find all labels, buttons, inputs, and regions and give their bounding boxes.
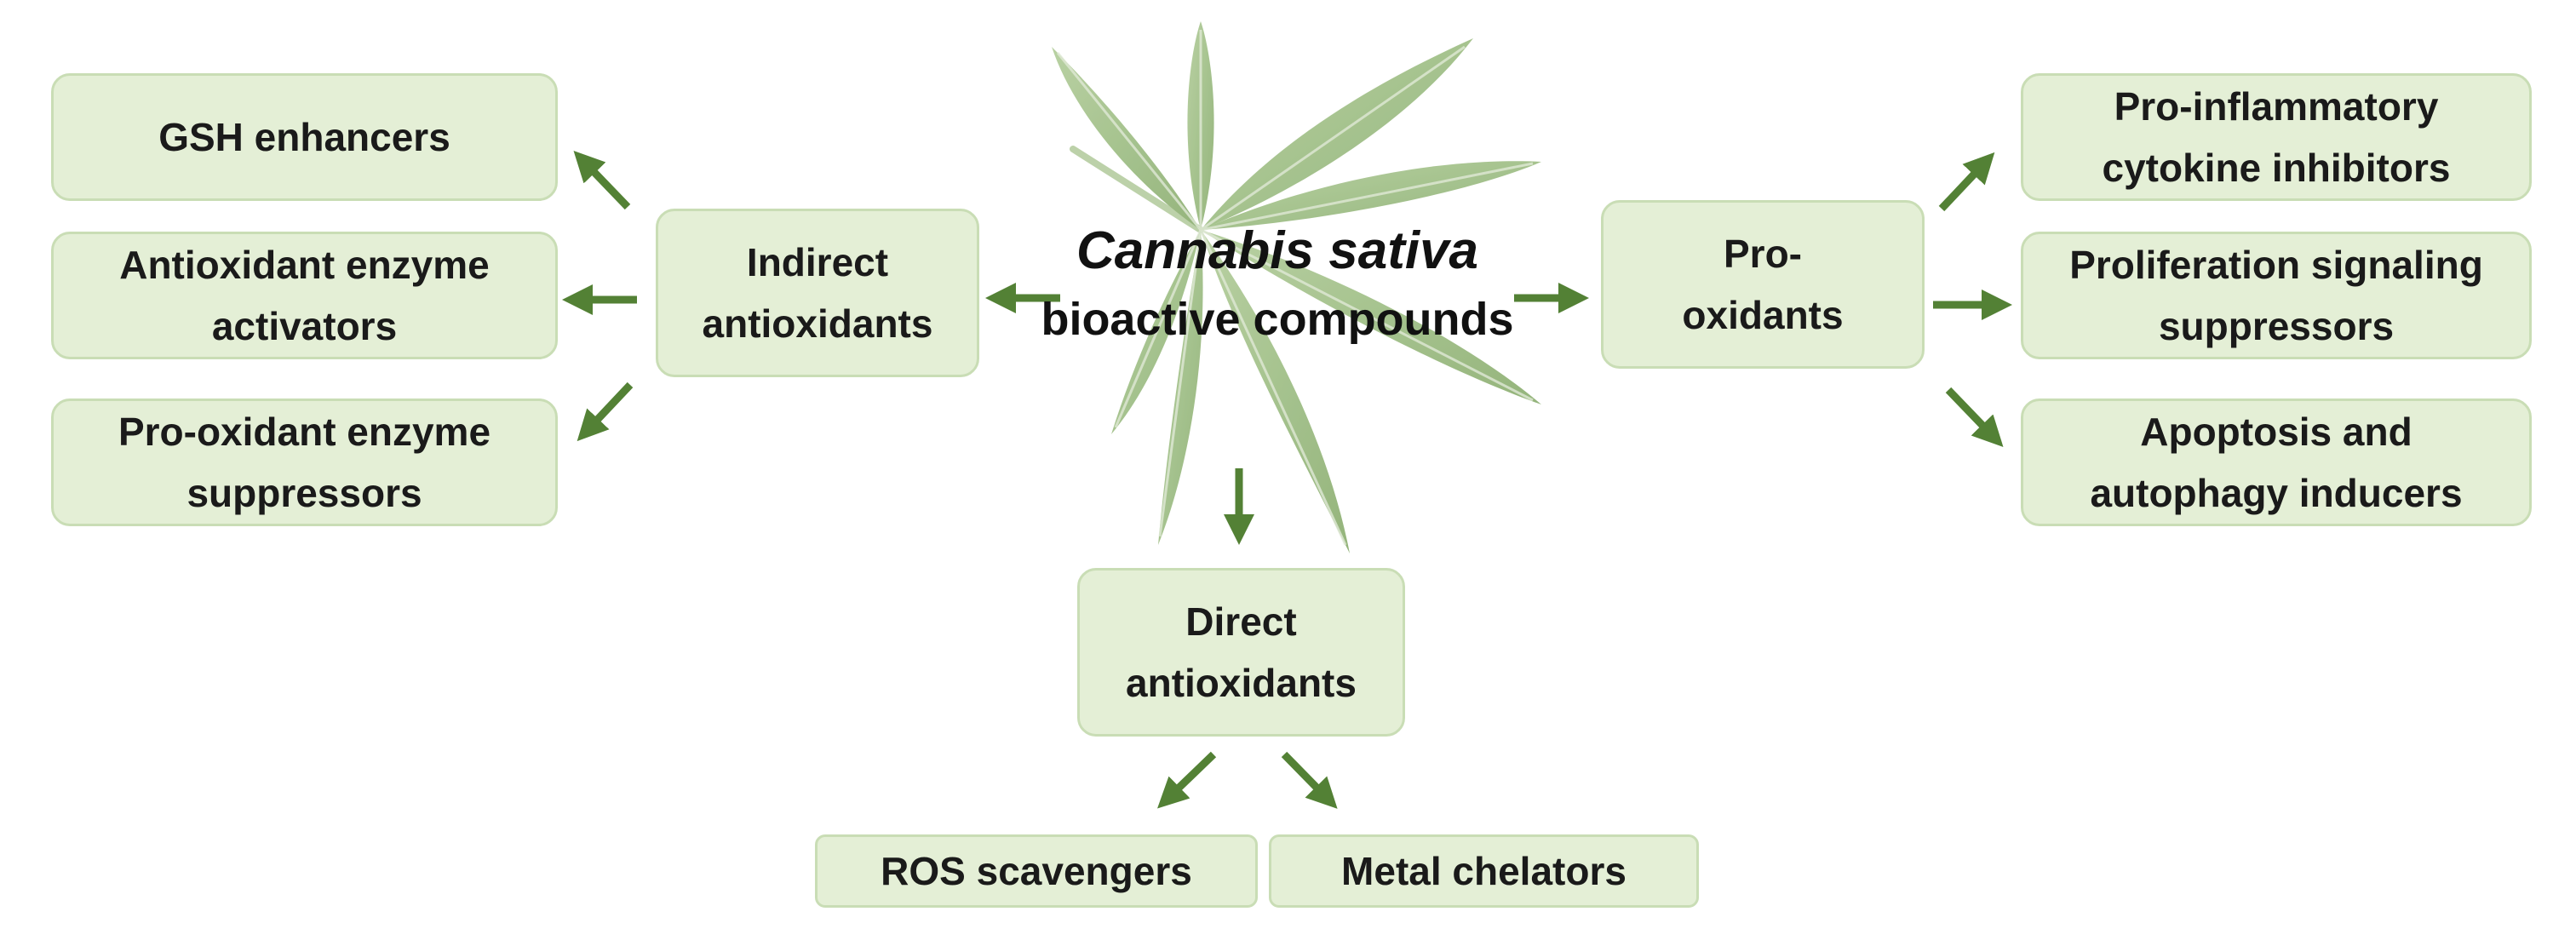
arrow-prooxidants-to-cytokine xyxy=(1938,152,1995,212)
node-proliferation-signaling-suppressors: Proliferation signaling suppressors xyxy=(2021,232,2532,359)
arrow-direct-to-metal xyxy=(1281,751,1338,809)
arrow-direct-to-ros xyxy=(1157,751,1217,809)
node-cytokine-inhibitors: Pro-inflammatory cytokine inhibitors xyxy=(2021,73,2532,201)
node-cytokine-line2: cytokine inhibitors xyxy=(2102,146,2451,190)
center-title-subtitle: bioactive compounds xyxy=(1041,294,1514,345)
node-prooxidants-line1: Pro- xyxy=(1724,232,1802,276)
arrow-indirect-to-suppressors xyxy=(577,381,634,442)
node-prooxidants-line2: oxidants xyxy=(1682,293,1844,337)
node-gsh-enhancers: GSH enhancers xyxy=(51,73,558,201)
node-cytokine-line1: Pro-inflammatory xyxy=(2114,84,2439,129)
node-indirect-line2: antioxidants xyxy=(702,301,933,346)
node-activators-line2: activators xyxy=(211,304,398,348)
node-pro-oxidants: Pro- oxidants xyxy=(1601,200,1925,369)
node-direct-line2: antioxidants xyxy=(1126,661,1357,705)
node-ros-scavengers: ROS scavengers xyxy=(815,834,1258,908)
center-title-species: Cannabis sativa xyxy=(1076,221,1479,280)
arrow-indirect-to-gsh xyxy=(573,151,631,210)
node-ros-line1: ROS scavengers xyxy=(881,849,1192,893)
node-apoptosis-line1: Apoptosis and xyxy=(2140,410,2412,454)
arrow-prooxidants-to-apoptosis xyxy=(1945,387,2004,447)
cannabis-leaf-icon xyxy=(1052,21,1541,553)
node-apoptosis-autophagy-inducers: Apoptosis and autophagy inducers xyxy=(2021,398,2532,526)
node-proliferation-line1: Proliferation signaling xyxy=(2069,243,2483,287)
node-indirect-line1: Indirect xyxy=(746,240,889,284)
node-proliferation-line2: suppressors xyxy=(2158,304,2395,348)
node-antioxidant-enzyme-activators: Antioxidant enzyme activators xyxy=(51,232,558,359)
node-activators-line1: Antioxidant enzyme xyxy=(119,243,490,287)
node-apoptosis-line2: autophagy inducers xyxy=(2090,471,2463,515)
node-metal-line1: Metal chelators xyxy=(1341,849,1626,893)
node-direct-line1: Direct xyxy=(1185,599,1297,644)
node-pro-oxidant-enzyme-suppressors: Pro-oxidant enzyme suppressors xyxy=(51,398,558,526)
node-indirect-antioxidants: Indirect antioxidants xyxy=(656,209,979,377)
node-suppressors-line1: Pro-oxidant enzyme xyxy=(118,410,491,454)
center-title: Cannabis sativa bioactive compounds xyxy=(979,217,1575,353)
node-suppressors-line2: suppressors xyxy=(186,471,422,515)
node-direct-antioxidants: Direct antioxidants xyxy=(1077,568,1405,737)
node-metal-chelators: Metal chelators xyxy=(1269,834,1699,908)
node-gsh-line1: GSH enhancers xyxy=(158,115,450,159)
